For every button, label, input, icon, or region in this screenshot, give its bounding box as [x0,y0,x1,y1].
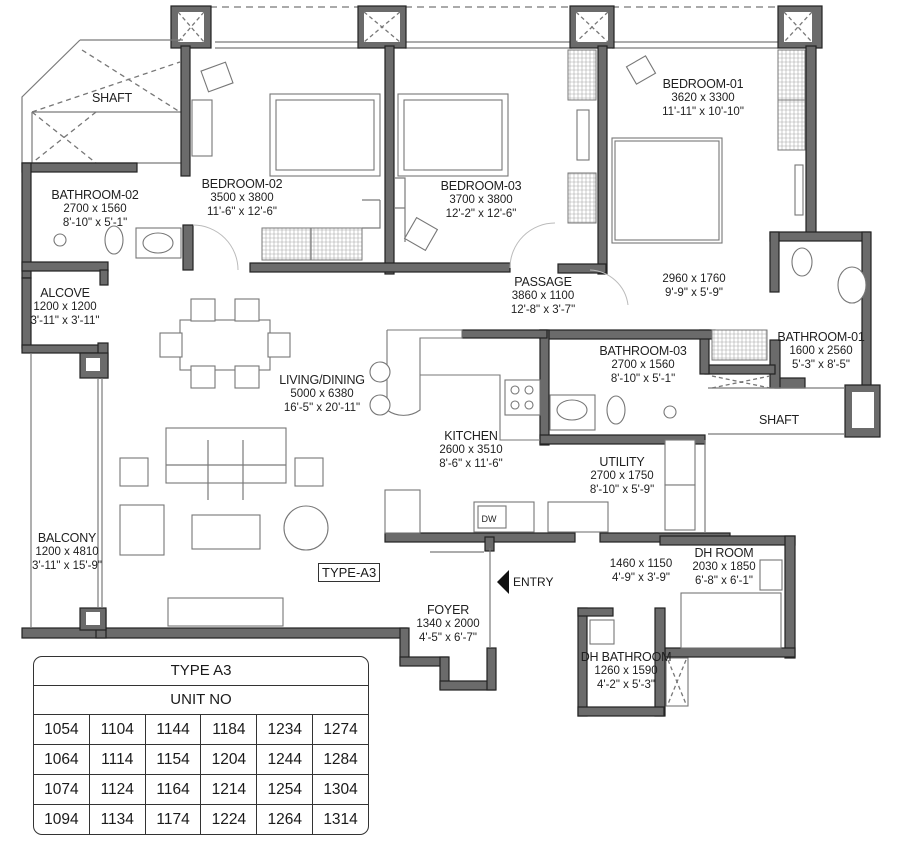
dishwasher-label: DW [481,514,497,524]
entry-label: ENTRY [513,575,554,589]
unit-cell: 1164 [146,775,202,804]
unit-cell: 1224 [201,805,258,834]
bedroom-03-furniture [395,49,597,252]
unit-number-table: TYPE A3 UNIT NO 1054 1104 1144 1184 1234… [33,656,369,835]
bathroom-01-fixtures [791,247,867,304]
unit-cell: 1094 [34,805,90,834]
unit-cell: 1234 [257,715,314,744]
unit-cell: 1054 [34,715,90,744]
shaft-box [170,5,823,49]
kitchen-counter [369,329,706,534]
bathroom-03-fixtures [549,394,677,431]
entry-arrow-icon [497,570,509,594]
unit-cell: 1174 [146,805,202,834]
plan-type-tag: TYPE-A3 [318,563,381,582]
window-line [215,41,778,49]
unit-cell: 1214 [201,775,258,804]
room-label-shaft-nw: SHAFT [92,91,132,105]
table-row: 1054 1104 1144 1184 1234 1274 [34,715,368,745]
foyer-wall-line [430,548,491,648]
unit-cell: 1124 [90,775,146,804]
unit-cell: 1244 [257,745,314,774]
shaft-nw-outline [21,39,183,164]
table-row: 1064 1114 1154 1204 1244 1284 [34,745,368,775]
unit-table-subtitle: UNIT NO [34,686,368,715]
unit-cell: 1204 [201,745,258,774]
unit-cell: 1314 [323,811,358,828]
unit-cell: 1184 [201,715,258,744]
unit-cell: 1144 [146,715,202,744]
unit-cell: 1254 [257,775,314,804]
shaft-nw-cross [31,49,181,164]
bathroom-02-fixtures [53,225,182,259]
door-swing [192,222,629,306]
unit-table-title: TYPE A3 [34,657,368,686]
walls [21,45,881,717]
dh-room-furniture [589,559,783,707]
entry-marker: ENTRY [497,570,553,594]
dining-table [159,298,291,389]
unit-cell: 1274 [323,721,358,738]
bedroom-02-furniture [191,61,381,261]
unit-cell: 1104 [90,715,146,744]
unit-cell: 1154 [146,745,202,774]
table-row: 1094 1134 1174 1224 1264 1314 [34,805,368,834]
unit-cell: 1264 [257,805,314,834]
room-label-shaft-east: SHAFT [759,413,799,427]
living-furniture [119,427,329,627]
unit-cell: 1074 [34,775,90,804]
unit-cell: 1304 [323,781,358,798]
unit-cell: 1064 [34,745,90,774]
unit-cell: 1284 [323,751,358,768]
shaft-east-outline [708,387,845,435]
table-row: 1074 1124 1164 1214 1254 1304 [34,775,368,805]
bedroom-01-furniture [611,49,806,361]
unit-cell: 1134 [90,805,146,834]
balcony-railing [30,353,103,628]
unit-cell: 1114 [90,745,146,774]
